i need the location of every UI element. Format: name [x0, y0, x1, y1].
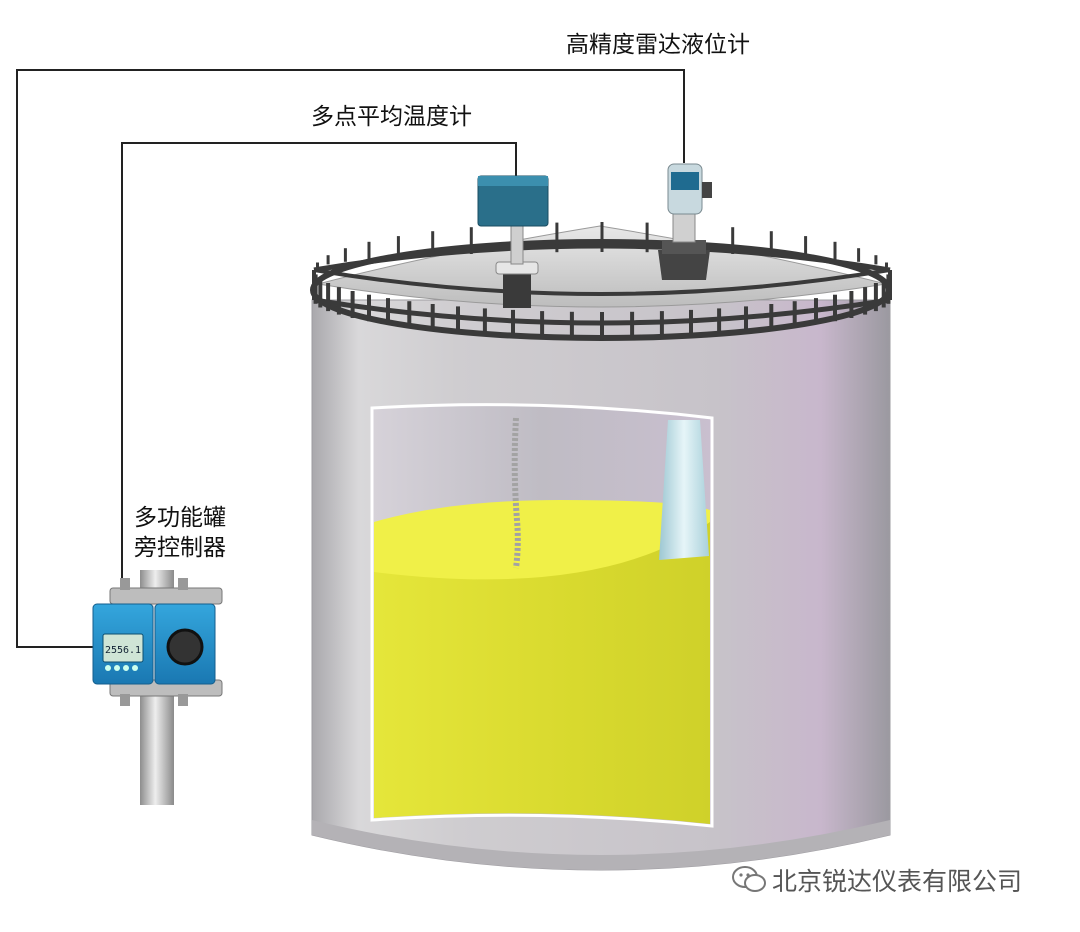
radar-beam	[659, 420, 709, 560]
controller-label: 多功能罐 旁控制器	[134, 503, 226, 563]
storage-tank	[311, 299, 891, 871]
liquid-surface	[374, 500, 710, 580]
controller-label-line1: 多功能罐	[134, 505, 226, 531]
wechat-icon	[732, 866, 766, 900]
controller-label-line2: 旁控制器	[134, 535, 226, 561]
temperature-meter-label: 多点平均温度计	[311, 104, 472, 130]
liquid-body	[374, 520, 710, 824]
signal-wires	[16, 69, 685, 648]
side-controller: 2556.1	[92, 570, 223, 805]
temperature-probe	[511, 417, 521, 569]
watermark-text: 北京锐达仪表有限公司	[772, 867, 1023, 896]
radar-level-gauge	[658, 163, 712, 280]
temperature-meter	[477, 175, 549, 308]
controller-display: 2556.1	[105, 645, 141, 656]
radar-gauge-label: 高精度雷达液位计	[566, 32, 750, 58]
radar-wire	[16, 69, 685, 648]
handrail-posts	[312, 222, 892, 336]
watermark: 北京锐达仪表有限公司	[732, 862, 1022, 900]
temperature-wire	[121, 142, 517, 600]
tank-bottom-shadow	[312, 820, 890, 870]
